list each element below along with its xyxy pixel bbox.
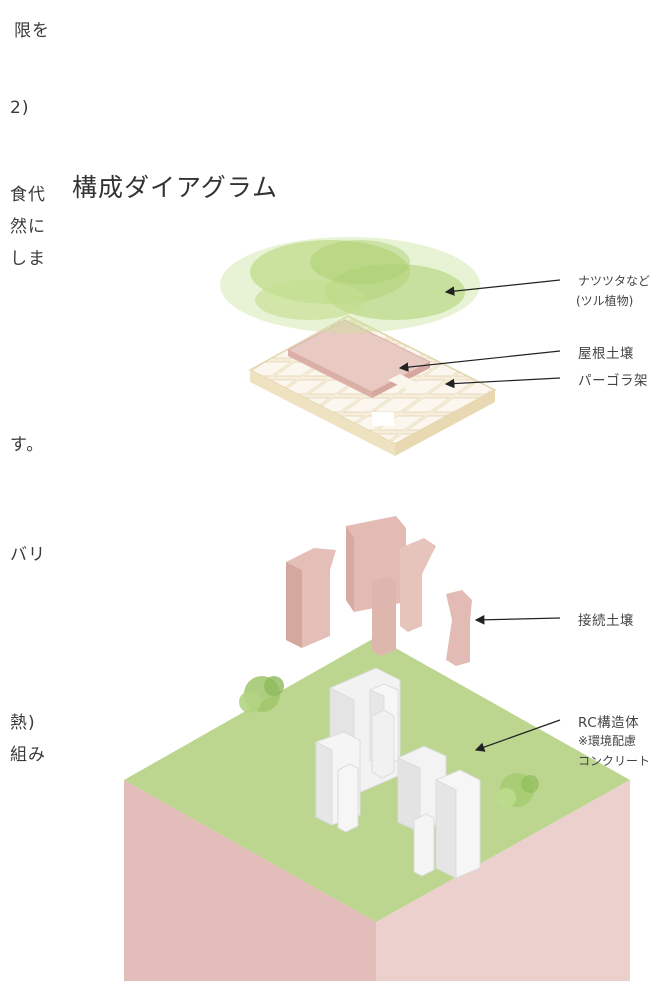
- roof-soil: [286, 319, 432, 398]
- text-fragment: しま: [10, 249, 46, 269]
- label-vines: ナツツタなど: [578, 274, 651, 288]
- text-fragment: 食代: [10, 185, 46, 205]
- leader-connector: [474, 615, 561, 625]
- rc-structures: [315, 667, 481, 879]
- leader-pergola: [444, 377, 561, 389]
- text-fragment: 2): [10, 98, 30, 118]
- text-fragment: 然に: [10, 217, 46, 237]
- vine-foliage: [220, 237, 480, 333]
- text-fragment: バリ: [10, 545, 46, 565]
- label-rc-note: ※環境配慮: [578, 734, 637, 748]
- leader-rc: [474, 719, 561, 752]
- label-rc-concrete: コンクリート: [578, 754, 651, 768]
- soil-front-right: [376, 780, 630, 981]
- text-fragment: 熱): [10, 713, 36, 733]
- label-rc-structure: RC構造体: [578, 715, 640, 731]
- leader-roof-soil: [398, 350, 561, 372]
- text-fragment: す。: [10, 435, 45, 455]
- diagram-title: 構成ダイアグラム: [72, 173, 279, 202]
- label-connector-soil: 接続土壌: [578, 613, 634, 629]
- connector-soil: [286, 516, 472, 666]
- label-roof-soil: 屋根土壌: [578, 346, 634, 362]
- text-fragment: 限を: [14, 21, 50, 41]
- text-fragment: 組み: [10, 745, 46, 765]
- label-pergola: パーゴラ架: [578, 373, 648, 389]
- ground-block: [124, 637, 630, 981]
- label-vines-note: (ツル植物): [576, 294, 634, 308]
- soil-front-left: [124, 780, 376, 981]
- shrub-left: [239, 676, 284, 713]
- shrub-right: [496, 773, 539, 808]
- leader-lines: [398, 279, 561, 752]
- leader-vines: [444, 279, 561, 296]
